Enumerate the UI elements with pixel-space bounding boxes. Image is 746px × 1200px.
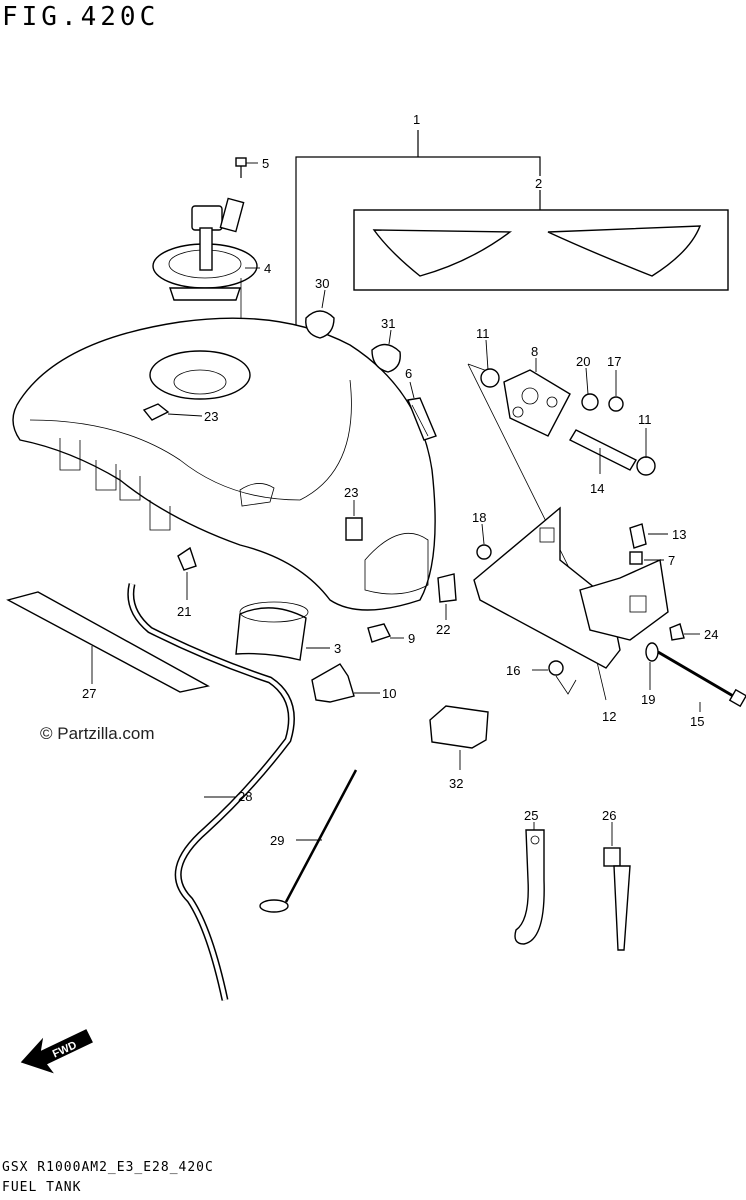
callout-19[interactable]: 19 [641, 692, 655, 707]
hinge-plate-8-part[interactable] [503, 369, 571, 437]
callout-4[interactable]: 4 [264, 261, 271, 276]
callout-20[interactable]: 20 [576, 354, 590, 369]
emblem-set-bracket [295, 130, 541, 330]
callout-27[interactable]: 27 [82, 686, 96, 701]
callout-24[interactable]: 24 [704, 627, 718, 642]
label-23b-part[interactable] [345, 517, 363, 541]
callout-labels: 1 2 3 4 5 6 7 8 9 10 11 11 12 13 14 15 1… [82, 112, 718, 848]
callout-28[interactable]: 28 [238, 789, 252, 804]
label-23a-part[interactable] [142, 403, 170, 421]
callout-12[interactable]: 12 [602, 709, 616, 724]
callout-9[interactable]: 9 [408, 631, 415, 646]
drain-tube-29-part[interactable] [259, 769, 358, 913]
callout-22[interactable]: 22 [436, 622, 450, 637]
cushion-30-part[interactable] [305, 310, 335, 339]
cable-tie-26-part[interactable] [603, 847, 631, 951]
bolt-15-part[interactable] [657, 650, 746, 708]
callout-15[interactable]: 15 [690, 714, 704, 729]
callout-30[interactable]: 30 [315, 276, 329, 291]
callout-23b[interactable]: 23 [344, 485, 358, 500]
callout-25[interactable]: 25 [524, 808, 538, 823]
model-code: GSX R1000AM2_E3_E28_420C [2, 1160, 214, 1175]
clip-24-part[interactable] [669, 623, 685, 641]
tank-strip-part[interactable] [407, 397, 437, 441]
collar-18-part[interactable] [476, 544, 492, 560]
hinge-pin-14-part[interactable] [569, 429, 637, 471]
callout-31[interactable]: 31 [381, 316, 395, 331]
fwd-direction-arrow: FWD [20, 1029, 93, 1074]
callout-11a[interactable]: 11 [476, 326, 490, 341]
cushion-31-part[interactable] [371, 343, 401, 373]
washer-20-part[interactable] [581, 393, 599, 411]
band-25-part[interactable] [514, 829, 545, 945]
callout-8[interactable]: 8 [531, 344, 538, 359]
fwd-label: FWD [51, 1039, 79, 1060]
callout-26[interactable]: 26 [602, 808, 616, 823]
callout-16[interactable]: 16 [506, 663, 520, 678]
clip-10-part[interactable] [311, 663, 355, 703]
section-name: FUEL TANK [2, 1180, 82, 1195]
callout-21[interactable]: 21 [177, 604, 191, 619]
bush-11a-part[interactable] [480, 368, 500, 388]
washer-19-part[interactable] [645, 642, 659, 662]
callout-23a[interactable]: 23 [204, 409, 218, 424]
callout-3[interactable]: 3 [334, 641, 341, 656]
bush-11b-part[interactable] [636, 456, 656, 476]
callout-18[interactable]: 18 [472, 510, 486, 525]
bolt-16-part[interactable] [548, 660, 564, 676]
cushion-21-part[interactable] [177, 546, 197, 571]
emblem-set-part[interactable] [353, 209, 729, 291]
callout-14[interactable]: 14 [590, 481, 604, 496]
callout-1[interactable]: 1 [413, 112, 420, 127]
callout-13[interactable]: 13 [672, 527, 686, 542]
cap-bolt-part[interactable] [235, 157, 247, 178]
callout-17[interactable]: 17 [607, 354, 621, 369]
callout-29[interactable]: 29 [270, 833, 284, 848]
label-22-part[interactable] [437, 573, 457, 603]
callout-7[interactable]: 7 [668, 553, 675, 568]
callout-11b[interactable]: 11 [638, 412, 652, 427]
cushion-9-part[interactable] [367, 623, 391, 643]
callout-6[interactable]: 6 [405, 366, 412, 381]
partzilla-watermark: © Partzilla.com [40, 724, 155, 743]
sleeve-3-part[interactable] [235, 601, 309, 661]
pad-32-part[interactable] [429, 705, 489, 749]
callout-5[interactable]: 5 [262, 156, 269, 171]
sheet-27-part[interactable] [6, 591, 210, 693]
clip-13-part[interactable] [629, 523, 647, 549]
hinge-bracket-12-part[interactable] [473, 506, 669, 669]
callout-32[interactable]: 32 [449, 776, 463, 791]
callout-2[interactable]: 2 [535, 176, 542, 191]
nut-7-part[interactable] [629, 551, 643, 565]
figure-title: FIG.420C [2, 2, 160, 32]
fuel-cap-part[interactable] [152, 197, 258, 301]
callout-10[interactable]: 10 [382, 686, 396, 701]
bolt-17-part[interactable] [608, 396, 624, 412]
fuel-tank-body[interactable] [12, 317, 436, 611]
